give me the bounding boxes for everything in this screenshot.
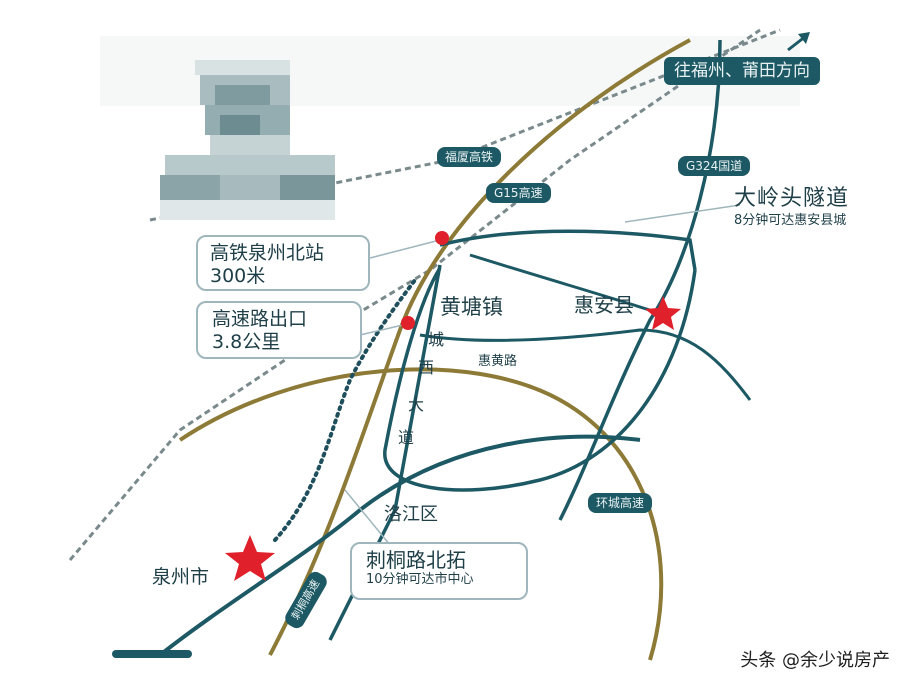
station-pointer xyxy=(369,239,441,259)
callout-subtitle: 8分钟可达惠安县城 xyxy=(734,213,847,228)
luojiang-district-label: 洛江区 xyxy=(384,504,438,525)
callout-title: 刺桐路北拓 xyxy=(366,548,466,572)
callout-line2: 3.8公里 xyxy=(212,331,281,353)
route-badge-fuxia-hsr: 福厦高铁 xyxy=(437,147,502,167)
huihuang-road-label: 惠黄路 xyxy=(478,353,517,369)
huangtang-north-road xyxy=(439,229,697,271)
huangtang-town-label: 黄塘镇 xyxy=(440,295,503,319)
citong-road-north-extension xyxy=(273,278,417,542)
g15-expressway xyxy=(268,38,691,656)
huangtang-loop-road xyxy=(383,267,697,492)
route-badge-ring-expressway: 环城高速 xyxy=(588,493,653,513)
red-dot-icon xyxy=(435,231,449,245)
quanzhou-city-label: 泉州市 xyxy=(152,566,209,588)
callout-title: 大岭头隧道 xyxy=(734,186,850,211)
callout-daling-tunnel: 大岭头隧道 8分钟可达惠安县城 xyxy=(726,183,898,239)
callout-line1: 高速路出口 xyxy=(212,308,308,330)
huihuang-road xyxy=(419,328,752,401)
route-badge-g324: G324国道 xyxy=(678,156,751,176)
direction-pill-label: 往福州、莆田方向 xyxy=(674,61,810,81)
callout-hsr-station: 高铁泉州北站 300米 xyxy=(196,235,370,291)
chengxi-char-1: 城 xyxy=(428,330,444,349)
chengxi-char-2: 西 xyxy=(418,358,434,377)
citong-pointer xyxy=(344,489,391,546)
exit-pointer xyxy=(359,323,408,336)
star-icon xyxy=(645,296,681,330)
route-badge-label: G324国道 xyxy=(686,159,743,173)
arrow-head xyxy=(798,32,810,44)
route-badge-g15: G15高速 xyxy=(486,183,551,203)
chengxi-char-3: 大 xyxy=(408,395,424,414)
callout-line1: 高铁泉州北站 xyxy=(210,242,325,264)
huian-county-label: 惠安县 xyxy=(574,293,634,317)
chengxi-char-4: 道 xyxy=(398,428,414,447)
tunnel-pointer xyxy=(624,204,741,223)
route-badge-label: 福厦高铁 xyxy=(445,150,494,164)
redacted-logo-pixelated xyxy=(160,60,335,220)
watermark: 头条 @余少说房产 xyxy=(740,650,890,671)
callout-expressway-exit: 高速路出口 3.8公里 xyxy=(196,301,362,359)
route-badge-label: 环城高速 xyxy=(596,496,645,510)
red-dot-icon xyxy=(401,316,415,330)
star-icon xyxy=(225,535,275,581)
callout-subtitle: 10分钟可达市中心 xyxy=(366,572,474,587)
ring-expressway-arc xyxy=(178,367,664,661)
partial-bottom-badge xyxy=(112,650,192,658)
railway-line xyxy=(68,28,761,561)
callout-line2: 300米 xyxy=(210,265,266,287)
callout-citong-north: 刺桐路北拓 10分钟可达市中心 xyxy=(350,542,528,600)
direction-pill: 往福州、莆田方向 xyxy=(664,57,820,85)
route-badge-label: G15高速 xyxy=(494,186,543,200)
